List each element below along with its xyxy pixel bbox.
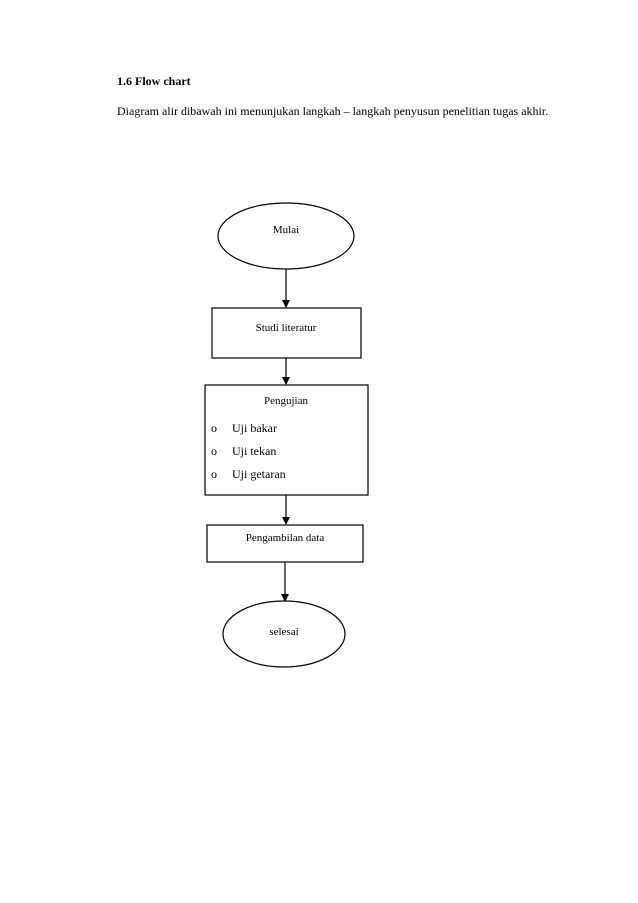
test-item-uji-getaran: Uji getaran xyxy=(232,467,286,481)
start-terminator xyxy=(217,202,355,270)
step-pengambilan-data-label: Pengambilan data xyxy=(246,532,325,544)
bullet-marker: o xyxy=(211,444,217,458)
step-pengambilan-data-box xyxy=(206,524,364,563)
start-label: Mulai xyxy=(273,224,299,236)
bullet-marker: o xyxy=(211,467,217,481)
end-label: selesai xyxy=(269,626,298,638)
end-terminator xyxy=(222,600,346,668)
step-pengujian-title: Pengujian xyxy=(264,395,308,407)
intro-paragraph: Diagram alir dibawah ini menunjukan lang… xyxy=(117,104,549,118)
test-item-uji-tekan: Uji tekan xyxy=(232,444,276,458)
bullet-marker: o xyxy=(211,421,217,435)
section-heading: 1.6 Flow chart xyxy=(117,74,191,88)
step-studi-literatur-box xyxy=(211,307,362,359)
step-studi-literatur-label: Studi literatur xyxy=(256,322,317,334)
test-item-uji-bakar: Uji bakar xyxy=(232,421,277,435)
